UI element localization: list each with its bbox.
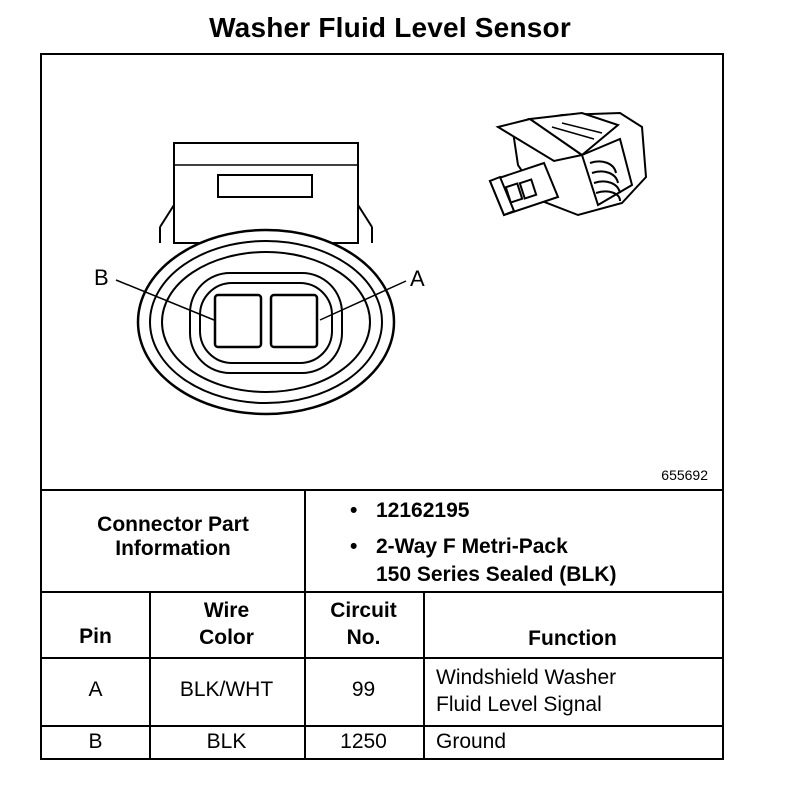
terminal-a	[269, 293, 319, 349]
header-circuit-no: Circuit No.	[304, 597, 423, 651]
table-col-divider-1	[149, 591, 151, 760]
pin-label-b: B	[94, 265, 109, 290]
header-circuit-line2: No.	[346, 626, 381, 649]
header-wire-color-line2: Color	[199, 626, 254, 649]
leader-b	[115, 279, 215, 321]
connector-illustration: B A	[94, 111, 648, 416]
row-a-wire-color: BLK/WHT	[179, 678, 274, 701]
diagram-frame: B A 655692 Connector Part Information • 1…	[40, 53, 724, 760]
table-top-border	[42, 591, 722, 593]
connector-info-label: Connector Part Information	[42, 513, 304, 561]
section-divider	[42, 489, 722, 491]
table-row-border	[42, 725, 722, 727]
latch-window	[217, 174, 313, 198]
part-number-bullet: • 12162195	[350, 499, 469, 523]
terminal-b	[213, 293, 263, 349]
row-a-function-line1: Windshield Washer	[436, 666, 617, 689]
connector-latch	[173, 142, 359, 244]
header-wire-color: Wire Color	[149, 597, 304, 651]
pin-label-a: A	[410, 266, 425, 291]
bullet-dot: •	[350, 499, 358, 522]
header-wire-color-line1: Wire	[203, 599, 250, 622]
table-header-border	[42, 657, 722, 659]
header-function: Function	[528, 627, 617, 650]
connector-outer-seal	[136, 228, 396, 416]
part-number: 12162195	[376, 499, 470, 522]
connector-info-label-line1: Connector Part	[97, 513, 249, 536]
row-a-function: Windshield Washer Fluid Level Signal	[436, 664, 720, 718]
header-pin: Pin	[79, 625, 112, 648]
bullet-dot: •	[350, 535, 358, 558]
row-b-function: Ground	[436, 730, 507, 753]
connector-info-label-line2: Information	[115, 537, 231, 560]
leader-a	[319, 280, 407, 321]
row-a-function-line2: Fluid Level Signal	[436, 693, 602, 716]
connector-cavity	[189, 272, 343, 374]
connector-face-view	[115, 142, 407, 416]
connector-type-bullet: • 2-Way F Metri-Pack	[350, 535, 568, 559]
row-b-circuit: 1250	[340, 730, 387, 753]
table-col-divider-2	[304, 591, 306, 760]
table-col-divider-3	[423, 591, 425, 760]
connector-isometric-view	[488, 111, 648, 217]
figure-number: 655692	[661, 467, 708, 483]
header-circuit-line1: Circuit	[330, 599, 397, 622]
info-column-divider	[304, 489, 306, 591]
diagram-title: Washer Fluid Level Sensor	[209, 12, 571, 43]
row-a-circuit: 99	[351, 678, 376, 701]
connector-type: 2-Way F Metri-Pack	[376, 535, 568, 558]
row-b-wire-color: BLK	[206, 730, 247, 753]
row-b-pin: B	[88, 730, 103, 753]
connector-series: 150 Series Sealed (BLK)	[376, 563, 617, 586]
row-a-pin: A	[88, 678, 103, 701]
